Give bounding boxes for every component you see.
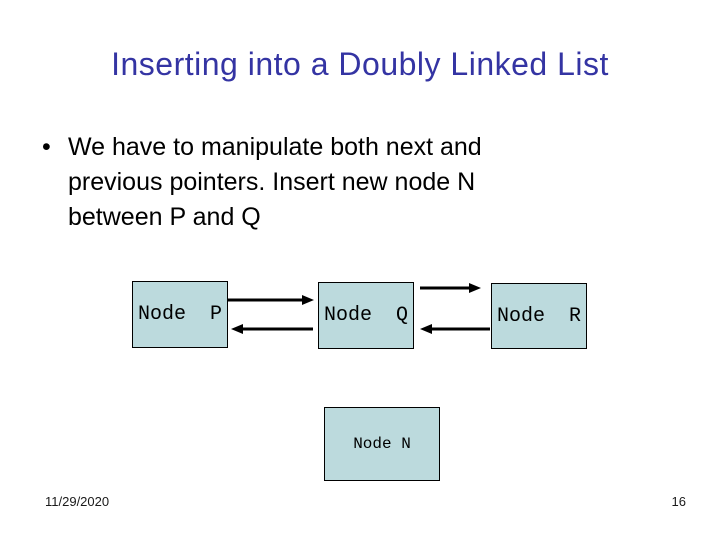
bullet-line-2: previous pointers. Insert new node N	[68, 168, 476, 196]
node-p-label: Node P	[137, 303, 222, 326]
node-r-box: Node R	[491, 283, 587, 349]
bullet-line-3: between P and Q	[68, 203, 261, 231]
slide-title: Inserting into a Doubly Linked List	[111, 46, 609, 82]
footer-date: 11/29/2020	[45, 494, 110, 509]
node-n-box: Node N	[324, 407, 440, 481]
node-n-label: Node N	[353, 435, 411, 453]
node-p-box: Node P	[132, 281, 228, 348]
node-q-box: Node Q	[318, 282, 414, 349]
bullet-line-1: We have to manipulate both next and	[68, 133, 482, 161]
bullet-block: • We have to manipulate both next and pr…	[42, 130, 622, 235]
bullet-text: We have to manipulate both next and prev…	[68, 130, 482, 235]
node-q-label: Node Q	[323, 304, 408, 327]
footer-page-number: 16	[671, 494, 686, 509]
bullet-icon: •	[42, 133, 51, 161]
node-r-label: Node R	[496, 304, 581, 328]
